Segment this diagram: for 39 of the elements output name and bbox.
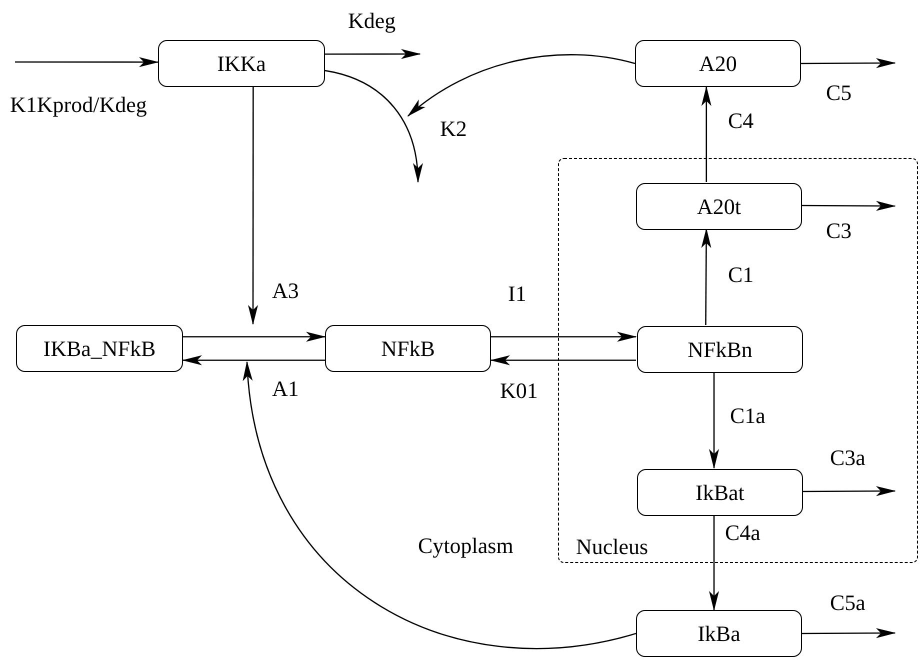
reaction-arrow bbox=[801, 58, 896, 68]
reaction-arrow bbox=[15, 57, 159, 68]
reaction-arrow bbox=[709, 372, 720, 469]
species-box bbox=[16, 325, 183, 372]
reaction-arrow bbox=[324, 70, 422, 183]
reaction-arrow bbox=[183, 332, 326, 342]
reaction-arrow bbox=[248, 87, 258, 325]
species-box bbox=[636, 610, 802, 657]
species-box bbox=[637, 326, 803, 373]
species-name: IKBa_NFkB bbox=[43, 338, 156, 360]
species-name: NFkBn bbox=[688, 338, 752, 360]
species-name: IkBat bbox=[696, 482, 744, 504]
species-name: IKKa bbox=[217, 52, 266, 74]
reaction-arrow bbox=[701, 228, 712, 325]
species-name: NFkB bbox=[381, 338, 435, 360]
rate-label: K1Kprod/Kdeg bbox=[10, 94, 147, 116]
reaction-arrow bbox=[709, 515, 720, 611]
reaction-arrow bbox=[182, 355, 325, 366]
reaction-arrow bbox=[802, 628, 896, 638]
reaction-arrow bbox=[701, 86, 712, 182]
region-label: Cytoplasm bbox=[418, 535, 514, 557]
reaction-arrow bbox=[802, 486, 896, 496]
species-name: A20t bbox=[697, 196, 741, 218]
species-box bbox=[325, 325, 491, 372]
species-name: IkBa bbox=[698, 622, 740, 644]
rate-label: Kdeg bbox=[348, 10, 396, 32]
reaction-arrow bbox=[325, 49, 421, 60]
reaction-arrow bbox=[407, 54, 636, 117]
species-box bbox=[635, 40, 801, 87]
reaction-arrow bbox=[801, 200, 896, 211]
region-label: Nucleus bbox=[576, 536, 648, 558]
reaction-arrow bbox=[490, 355, 636, 366]
species-box bbox=[637, 469, 803, 516]
species-box bbox=[158, 40, 325, 87]
reaction-arrow bbox=[491, 332, 637, 342]
species-box bbox=[636, 183, 802, 230]
reaction-arrow bbox=[244, 361, 636, 650]
compartment-region bbox=[558, 158, 918, 563]
species-name: A20 bbox=[699, 52, 737, 74]
